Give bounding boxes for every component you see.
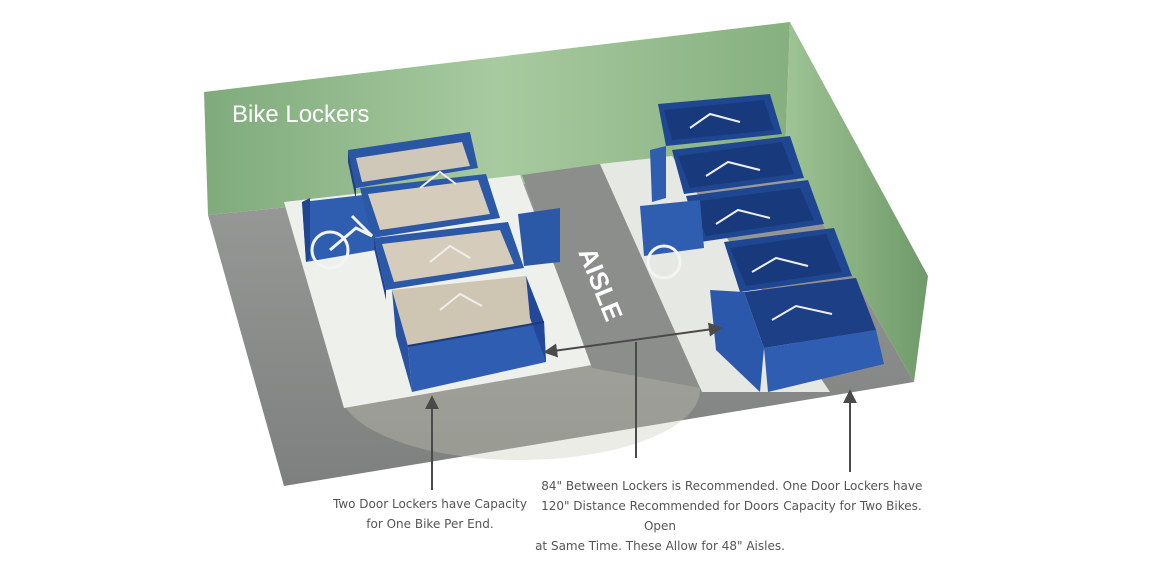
diagram-title: Bike Lockers	[232, 101, 369, 128]
locker-end-doors	[302, 194, 376, 262]
locker-side-panel	[518, 208, 560, 266]
one-door-locker-group	[640, 94, 884, 392]
pointer-lines	[425, 322, 857, 490]
two-door-locker	[374, 222, 524, 300]
right-wall	[785, 22, 928, 382]
bike-illustration	[419, 170, 483, 311]
one-door-locker	[640, 180, 824, 256]
bike-illustration	[310, 214, 374, 270]
one-door-caption: One Door Lockers have Capacity for Two B…	[782, 479, 923, 513]
two-door-locker-group	[302, 132, 560, 392]
two-door-locker	[360, 174, 500, 238]
one-door-locker	[650, 94, 782, 202]
two-door-locker	[392, 276, 546, 392]
two-door-caption: Two Door Lockers have Capacity for One B…	[332, 497, 527, 531]
bike-illustration	[646, 112, 833, 321]
two-door-locker	[348, 132, 478, 200]
one-door-locker	[710, 278, 884, 392]
spacing-caption: 84" Between Lockers is Recommended. 120"…	[535, 479, 785, 553]
spacing-dimension-arrow	[543, 322, 723, 358]
